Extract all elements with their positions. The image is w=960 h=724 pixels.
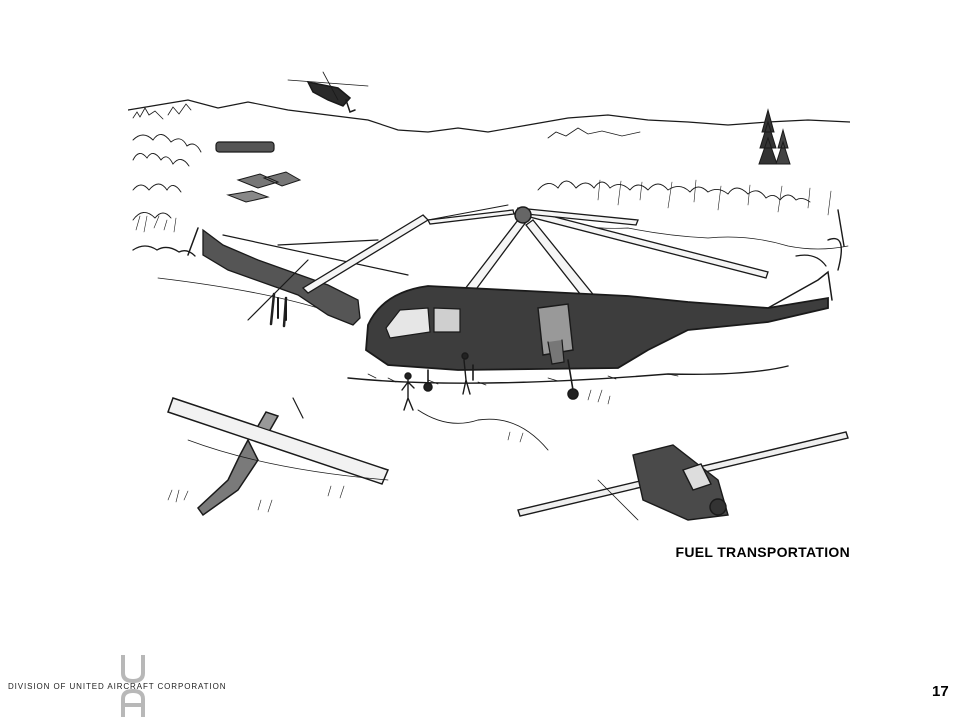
ua-logo-icon [119,653,147,719]
fuel-transport-illustration [128,60,850,526]
flying-helicopter-icon [287,71,369,113]
left-forest [132,134,302,257]
right-forest [537,108,849,250]
foreground-helicopter-icon [517,431,849,521]
foreground-airplane-icon [167,397,390,517]
grass-strokes [167,389,611,513]
division-footer-text: DIVISION OF UNITED AIRCRAFT CORPORATION [8,682,227,691]
main-helicopter-icon [301,204,845,400]
page-number: 17 [932,683,949,700]
mountain-range [128,99,850,133]
ground-crew [277,297,549,451]
figure-caption: FUEL TRANSPORTATION [675,544,850,560]
parked-helicopter-left [157,227,409,328]
